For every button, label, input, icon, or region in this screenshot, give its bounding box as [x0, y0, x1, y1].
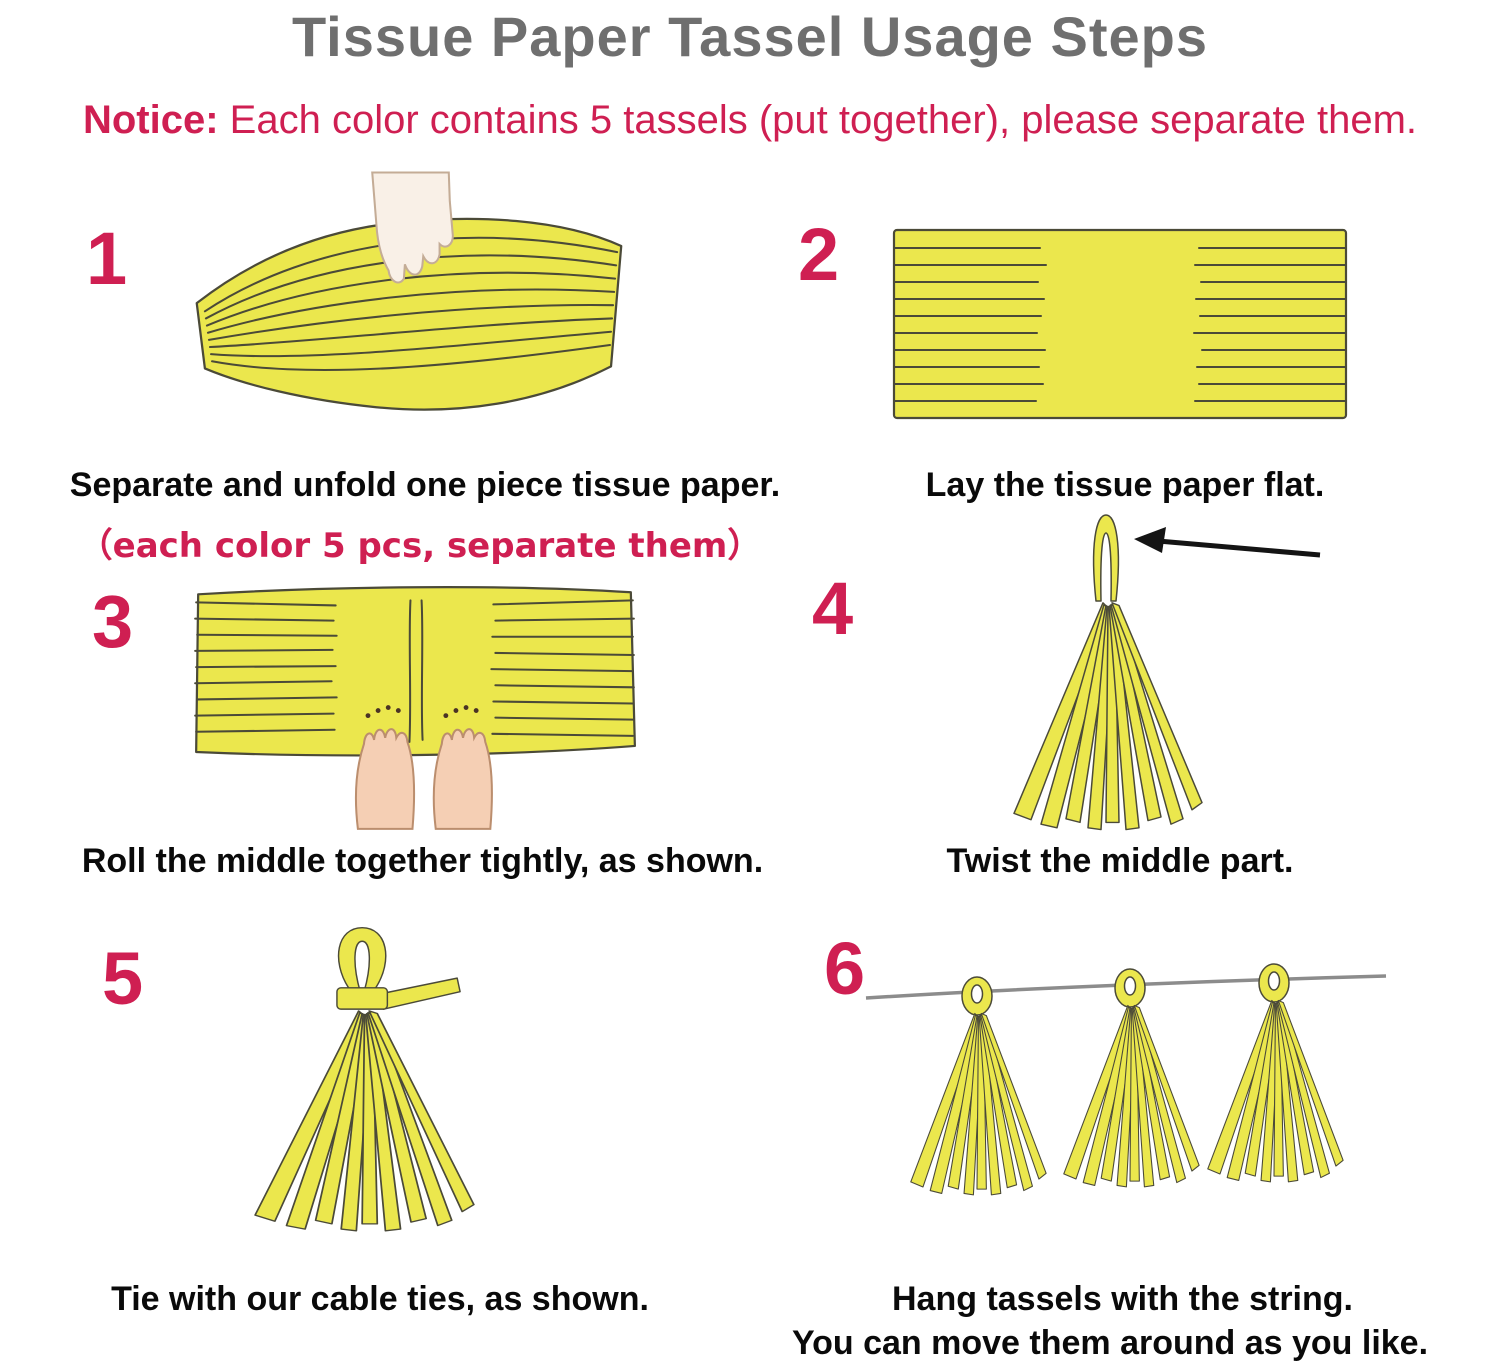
- twisted-tassel-graphic: [1013, 514, 1203, 831]
- step2-illustration: [892, 228, 1348, 420]
- hanging-tassel-1: [910, 976, 1047, 1196]
- step-2-caption: Lay the tissue paper flat.: [925, 466, 1325, 504]
- step-4-number: 4: [812, 567, 854, 650]
- step-6-number: 6: [824, 927, 866, 1010]
- tied-tassel-graphic: [254, 926, 475, 1232]
- arrow-icon: [1134, 527, 1321, 558]
- step-6-caption-line2: You can move them around as you like.: [791, 1324, 1429, 1362]
- step3-illustration: [194, 586, 636, 830]
- step-1-caption: Separate and unfold one piece tissue pap…: [69, 466, 781, 504]
- hanging-tassel-2: [1063, 968, 1200, 1188]
- step-5-caption: Tie with our cable ties, as shown.: [111, 1280, 649, 1318]
- step-3-number: 3: [92, 580, 134, 663]
- step-2-number: 2: [798, 213, 840, 296]
- step5-illustration: [254, 926, 475, 1232]
- step4-illustration: [1013, 514, 1321, 831]
- step6-illustration: [865, 963, 1387, 1196]
- flat-tissue-graphic: [892, 228, 1348, 420]
- cable-tie-band: [336, 987, 389, 1010]
- step-1-number: 1: [86, 217, 128, 300]
- step-3-caption: Roll the middle together tightly, as sho…: [81, 842, 764, 880]
- step-6-caption: Hang tassels with the string.: [892, 1280, 1353, 1318]
- step-4-caption: Twist the middle part.: [946, 842, 1294, 880]
- step-1-subcaption: （each color 5 pcs, separate them）: [78, 526, 762, 566]
- step-5-number: 5: [102, 937, 144, 1020]
- step1-illustration: [195, 171, 623, 411]
- hand-icon: [371, 171, 454, 284]
- notice-text: Each color contains 5 tassels (put toget…: [218, 98, 1417, 142]
- rolling-tissue-graphic: [194, 586, 636, 757]
- notice-label: Notice:: [82, 98, 219, 142]
- page-title: Tissue Paper Tassel Usage Steps: [291, 5, 1209, 68]
- hands-icon: [354, 705, 493, 830]
- notice: Notice: Each color contains 5 tassels (p…: [0, 98, 1500, 143]
- cable-tie-tail: [380, 977, 461, 1010]
- hanging-tassel-3: [1207, 963, 1344, 1183]
